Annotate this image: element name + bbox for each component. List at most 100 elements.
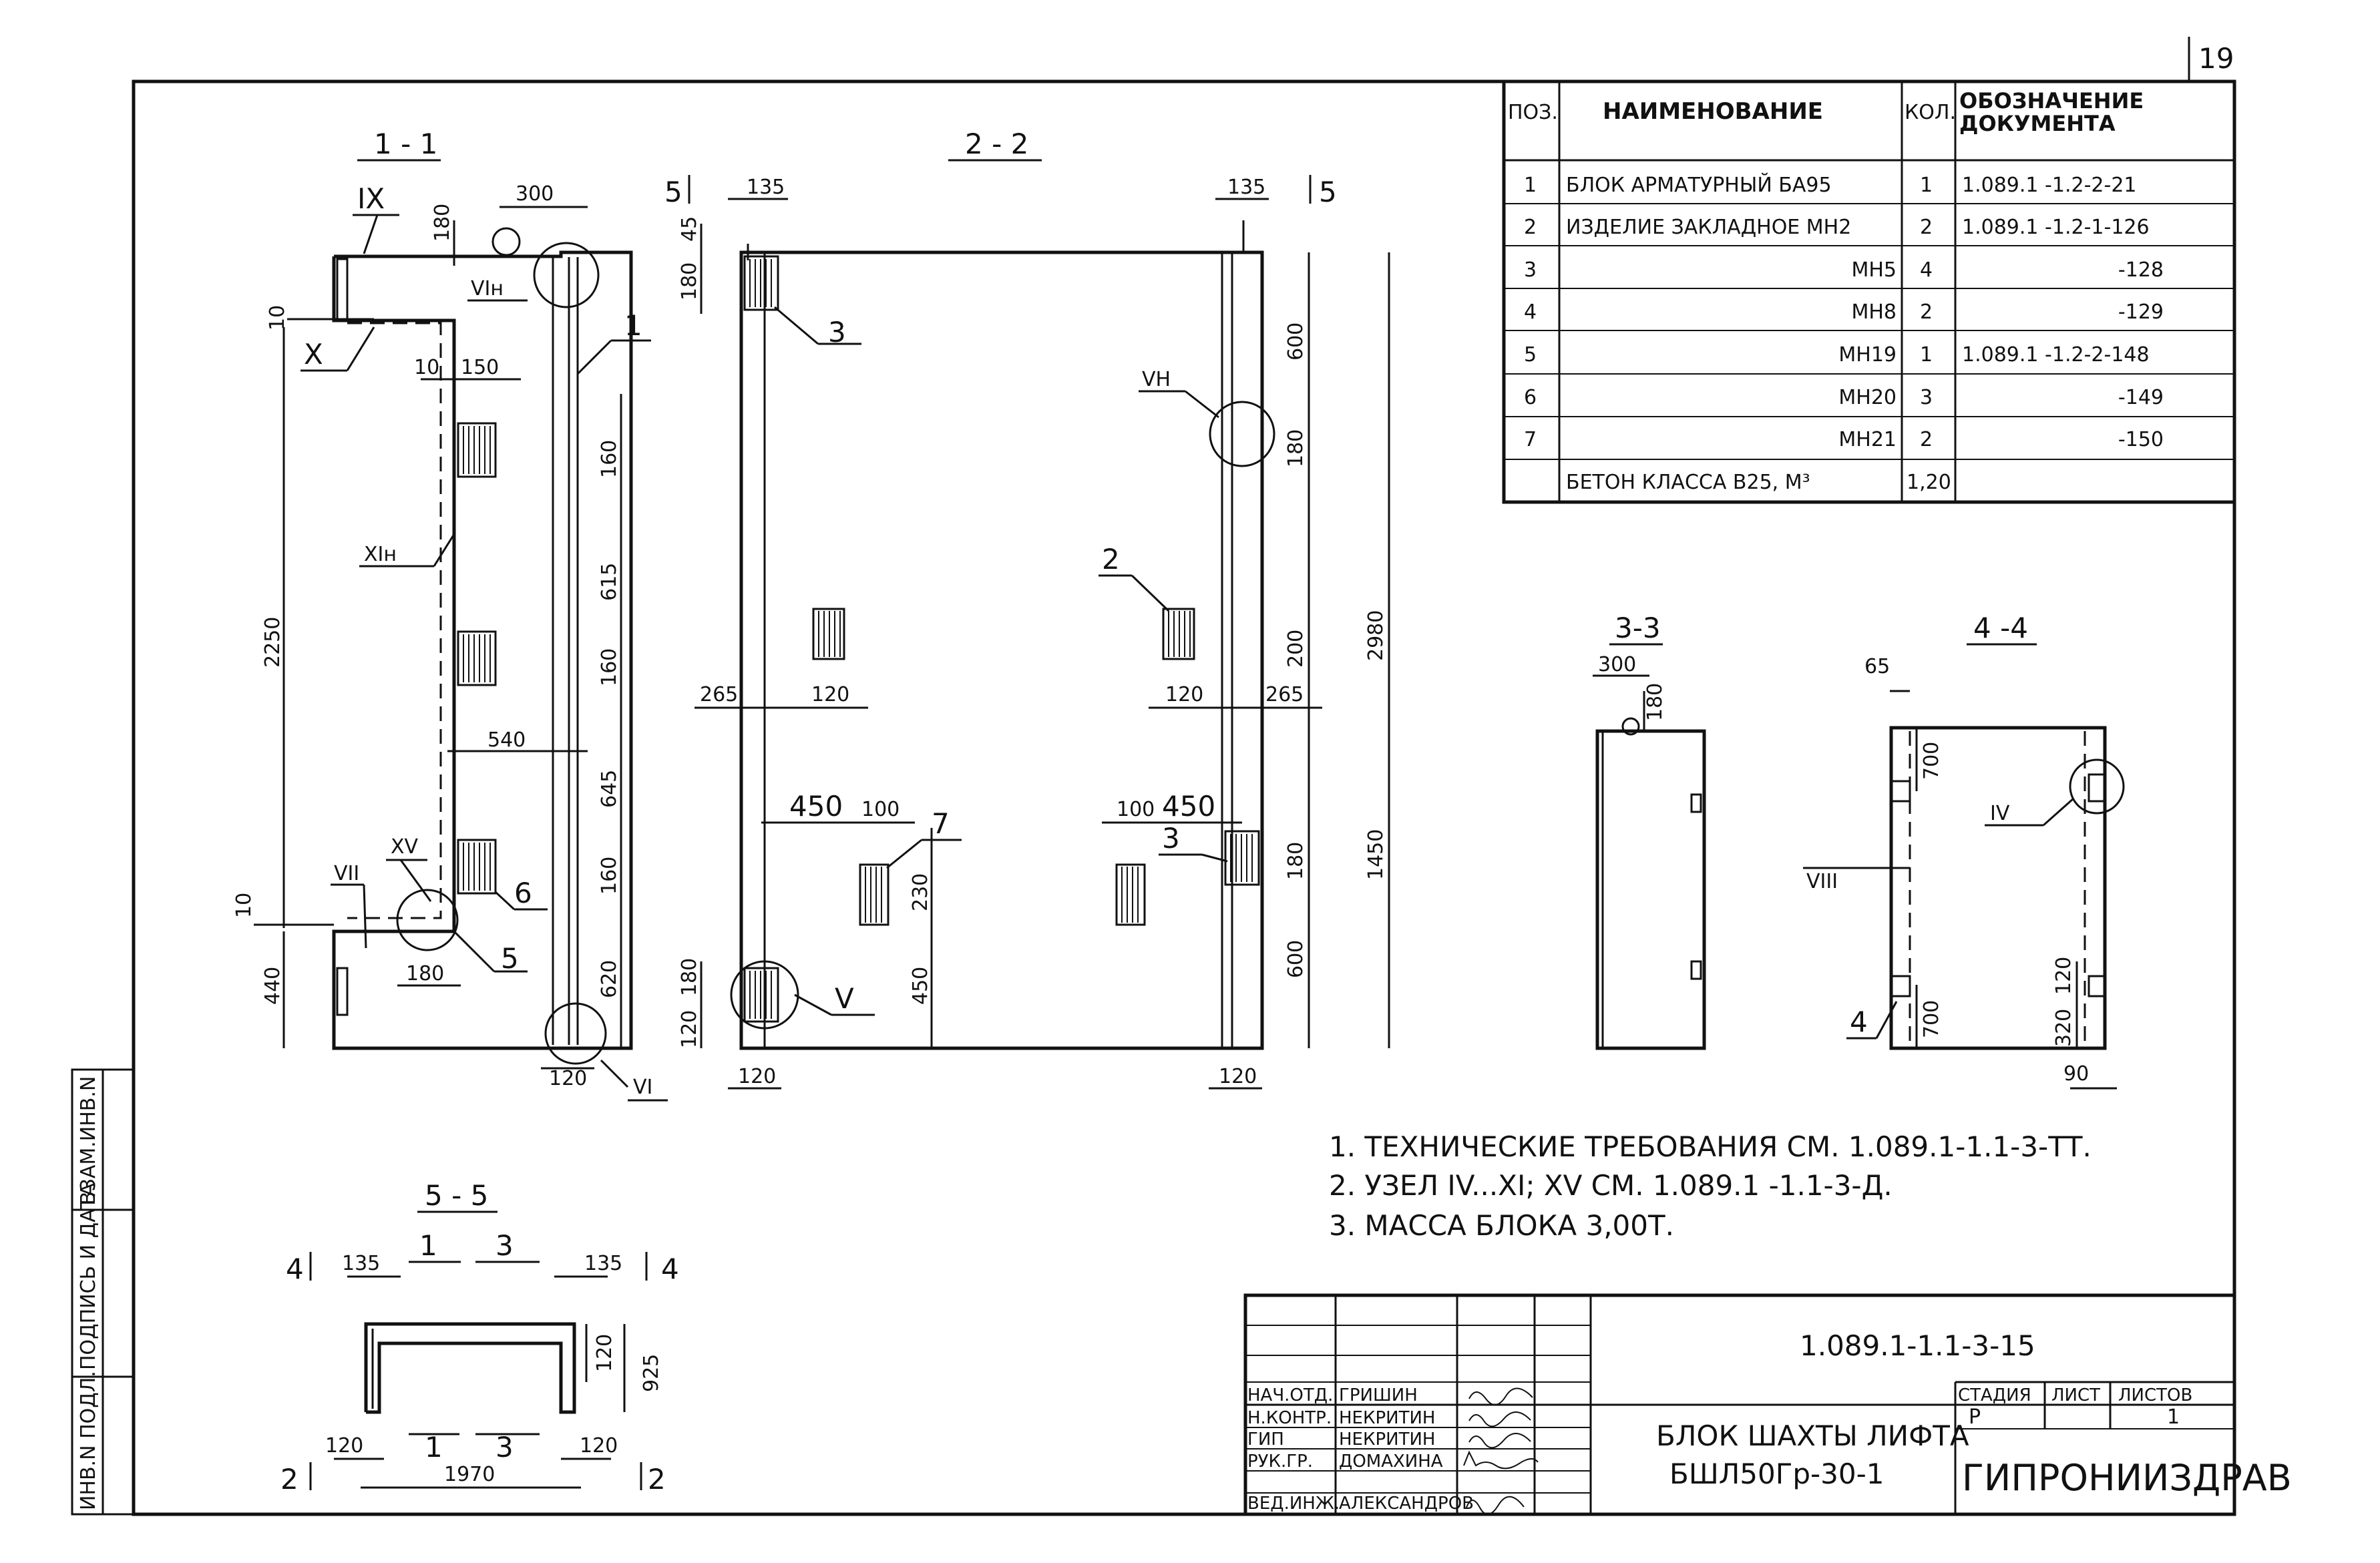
dim-label: 450	[789, 790, 843, 823]
embedded-plate	[1690, 793, 1702, 813]
spec-row: 2 ИЗДЕЛИЕ ЗАКЛАДНОЕ МН2 2 1.089.1 -1.2-1…	[1524, 216, 2150, 239]
section-marker: 2	[280, 1463, 299, 1496]
dim-label: 180	[678, 262, 701, 300]
role-label: ГИП	[1247, 1429, 1284, 1449]
spec-table: ПОЗ. НАИМЕНОВАНИЕ КОЛ. ОБОЗНАЧЕНИЕ ДОКУМ…	[1502, 79, 2236, 504]
detail-circle	[544, 1002, 607, 1065]
spec-header-pos: ПОЗ.	[1508, 101, 1558, 124]
spec-qty: 2	[1920, 300, 1933, 324]
spec-name: МН19	[1838, 343, 1897, 367]
section-marker: 3	[495, 1229, 514, 1262]
spec-name: МН20	[1838, 386, 1897, 409]
dim-label: 120	[1165, 683, 1203, 706]
embedded-plate	[859, 863, 889, 926]
dim-label: 160	[598, 648, 621, 686]
spec-doc: 1.089.1 -1.2-1-126	[1962, 216, 2150, 239]
spec-row: 6 МН20 3 -149	[1524, 386, 2164, 409]
dim-label: 120	[1219, 1065, 1257, 1088]
role-row: Н.КОНТР. НЕКРИТИН	[1247, 1408, 1531, 1428]
dim-label: 65	[1864, 655, 1890, 678]
spec-doc: -149	[2118, 386, 2164, 409]
section-title: 2 - 2	[965, 128, 1028, 160]
stamp-inv-podl: ИНВ.N ПОДЛ.	[77, 1371, 100, 1510]
callout: 6	[514, 877, 532, 909]
embedded-plate	[457, 630, 497, 686]
stamp-signature-date: ПОДПИСЬ И ДАТА	[77, 1182, 100, 1370]
dim-label: 600	[1284, 322, 1308, 361]
dim-label: 645	[598, 770, 621, 808]
spec-name: МН8	[1851, 300, 1897, 324]
title-block: 1.089.1-1.1-3-15 БЛОК ШАХТЫ ЛИФТА БШЛ50Г…	[1243, 1293, 2292, 1516]
spec-doc: -150	[2118, 428, 2164, 451]
embedded-plate	[2088, 773, 2106, 803]
note-line: 2. УЗЕЛ IV...XI; XV СМ. 1.089.1 -1.1-3-Д…	[1329, 1169, 1893, 1202]
doc-subtitle: БШЛ50Гр-30-1	[1669, 1458, 1885, 1490]
role-name: ГРИШИН	[1339, 1385, 1418, 1405]
dim-label: 90	[2063, 1062, 2089, 1086]
detail-circle	[2069, 758, 2125, 815]
spec-doc: 1.089.1 -1.2-2-21	[1962, 174, 2137, 197]
stage-value: Р	[1969, 1405, 1981, 1429]
dim-label: 180	[1284, 429, 1308, 467]
dim-label: 600	[1284, 940, 1308, 978]
detail-circle	[730, 960, 799, 1030]
section-title: 3-3	[1615, 612, 1661, 644]
callout: IX	[357, 182, 385, 215]
detail-circle	[396, 889, 459, 951]
spec-qty: 2	[1920, 216, 1933, 239]
section-title: 5 - 5	[425, 1179, 488, 1212]
section-3-3: 3-3 300 180	[1593, 612, 1706, 1050]
section-marker: 4	[286, 1253, 304, 1285]
dim-label: 160	[598, 440, 621, 478]
dim-label: 120	[593, 1334, 616, 1372]
lifting-loop	[1621, 717, 1640, 736]
section-marker: 4	[661, 1253, 679, 1285]
dim-label: 200	[1284, 630, 1308, 668]
callout: VIII	[1806, 870, 1838, 893]
spec-header-doc: ОБОЗНАЧЕНИЕ ДОКУМЕНТА	[1959, 89, 2144, 136]
dim-label: 265	[700, 683, 738, 706]
role-name: НЕКРИТИН	[1339, 1408, 1435, 1428]
section-5-5: 5 - 5 135 135 120 925 120 120 1970 4 4 1…	[280, 1179, 679, 1496]
embedded-plate	[1224, 830, 1260, 886]
embedded-plate	[1115, 863, 1146, 926]
spec-doc: 1.089.1 -1.2-2-148	[1962, 343, 2150, 367]
embedded-plate	[1162, 608, 1195, 660]
callout: ХV	[391, 835, 419, 859]
role-name: АЛЕКСАНДРОВ	[1339, 1494, 1474, 1514]
signature	[1468, 1411, 1531, 1427]
dim-label: 120	[580, 1434, 618, 1458]
embedded-plate	[1890, 780, 1911, 803]
callout: IV	[1990, 802, 2010, 825]
embedded-plate	[336, 258, 349, 320]
dim-label: 620	[598, 960, 621, 998]
note-line: 3. МАССА БЛОКА 3,00Т.	[1329, 1209, 1674, 1242]
sheet-number: 19	[2198, 42, 2234, 75]
dim-label: 120	[325, 1434, 363, 1458]
dim-label: 10	[414, 356, 439, 379]
notes: 1. ТЕХНИЧЕСКИЕ ТРЕБОВАНИЯ СМ. 1.089.1-1.…	[1329, 1130, 2092, 1242]
dim-label: 230	[909, 873, 932, 911]
dim-label: 135	[1227, 176, 1265, 199]
dim-label: 120	[549, 1067, 587, 1090]
spec-row: 7 МН21 2 -150	[1524, 428, 2164, 451]
dim-label: 300	[1598, 653, 1636, 676]
spec-name: ИЗДЕЛИЕ ЗАКЛАДНОЕ МН2	[1566, 216, 1851, 239]
section-marker: 2	[648, 1463, 666, 1496]
section-marker: 5	[1319, 176, 1337, 208]
callout: 2	[1102, 543, 1120, 576]
dim-label: 135	[747, 176, 785, 199]
doc-title: БЛОК ШАХТЫ ЛИФТА	[1656, 1419, 1969, 1452]
embedded-plate	[1690, 960, 1702, 980]
embedded-plate	[812, 608, 845, 660]
spec-qty: 3	[1920, 386, 1933, 409]
side-stamp: ИНВ.N ПОДЛ. ПОДПИСЬ И ДАТА ВЗАМ.ИНВ.N	[71, 1068, 135, 1516]
dim-label: 180	[431, 204, 454, 242]
dim-label: 160	[598, 857, 621, 895]
callout: ХIн	[364, 543, 397, 566]
callout: VН	[1142, 368, 1171, 391]
spec-pos: 2	[1524, 216, 1537, 239]
section-2-2: 2 - 2	[664, 128, 1390, 1090]
dim-label: 180	[1284, 842, 1308, 880]
sheets-header: ЛИСТОВ	[2118, 1385, 2192, 1405]
